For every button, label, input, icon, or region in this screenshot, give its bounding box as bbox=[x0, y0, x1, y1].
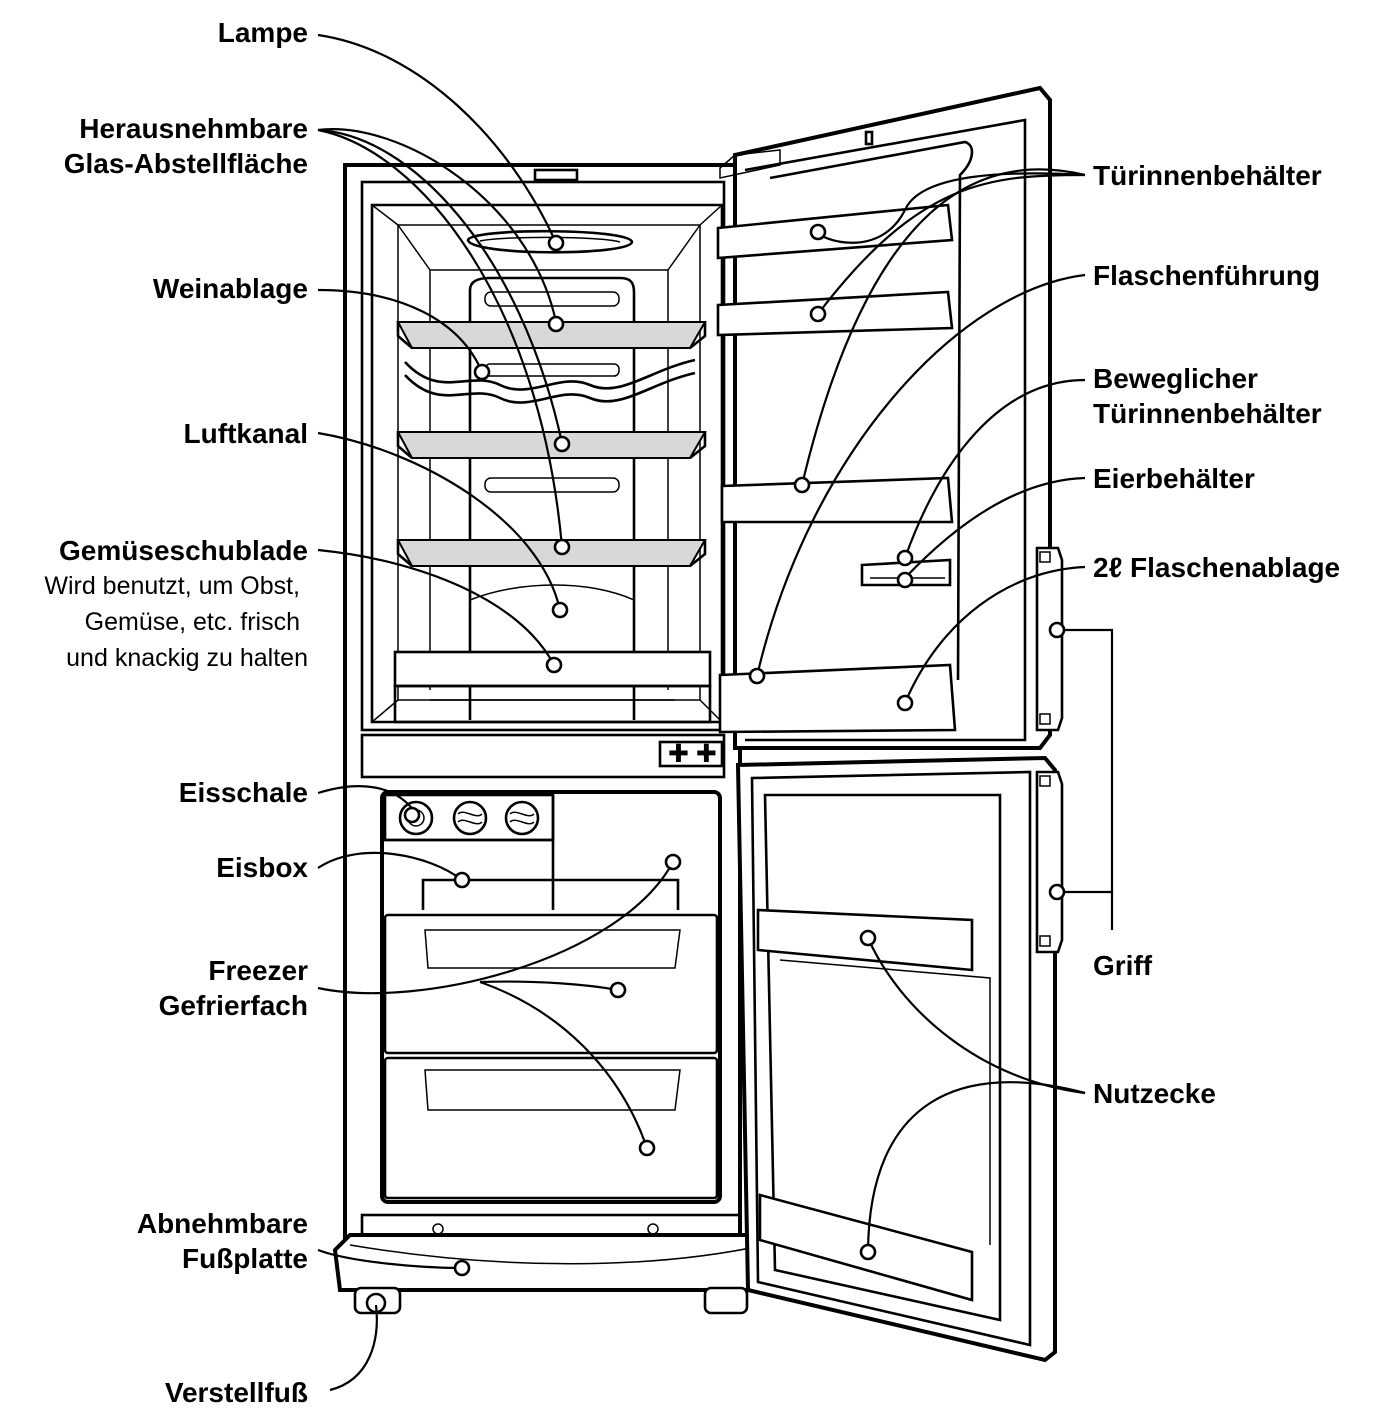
label-luftkanal: Luftkanal bbox=[184, 418, 308, 449]
label-beweglich-1: Beweglicher bbox=[1093, 363, 1258, 394]
label-freezer-1: Freezer bbox=[208, 955, 308, 986]
label-eisschale: Eisschale bbox=[179, 777, 308, 808]
label-glas-2: Glas-Abstellfläche bbox=[64, 148, 308, 179]
label-beweglich-2: Türinnenbehälter bbox=[1093, 398, 1322, 429]
leader-lines bbox=[317, 33, 1114, 1392]
label-fussplatte-2: Fußplatte bbox=[182, 1243, 308, 1274]
label-lampe: Lampe bbox=[218, 17, 308, 48]
label-gemuese-desc-3: und knackig zu halten bbox=[66, 644, 308, 672]
label-gemuese-desc-2: Gemüse, etc. frisch bbox=[85, 608, 300, 636]
callout-dots bbox=[403, 223, 1066, 1277]
label-weinablage: Weinablage bbox=[153, 273, 308, 304]
label-eierbehaelter: Eierbehälter bbox=[1093, 463, 1255, 494]
label-nutzecke: Nutzecke bbox=[1093, 1078, 1216, 1109]
label-tuerinnen: Türinnenbehälter bbox=[1093, 160, 1322, 191]
refrigerator-illustration: ✚ ✚ bbox=[332, 85, 1064, 1363]
label-freezer-2: Gefrierfach bbox=[159, 990, 308, 1021]
label-glas-1: Herausnehmbare bbox=[79, 113, 308, 144]
labels: Lampe Herausnehmbare Glas-Abstellfläche … bbox=[44, 17, 1340, 1408]
label-flaschenfuehrung: Flaschenführung bbox=[1093, 260, 1320, 291]
label-fussplatte-1: Abnehmbare bbox=[137, 1208, 308, 1239]
label-gemuese-desc-1: Wird benutzt, um Obst, bbox=[44, 572, 300, 600]
label-verstellfuss: Verstellfuß bbox=[165, 1377, 308, 1408]
label-flaschenablage: 2ℓ Flaschenablage bbox=[1093, 552, 1340, 583]
svg-text:✚ ✚: ✚ ✚ bbox=[668, 740, 717, 768]
label-gemuese: Gemüseschublade bbox=[59, 535, 308, 566]
label-eisbox: Eisbox bbox=[216, 852, 308, 883]
label-griff: Griff bbox=[1093, 950, 1153, 981]
